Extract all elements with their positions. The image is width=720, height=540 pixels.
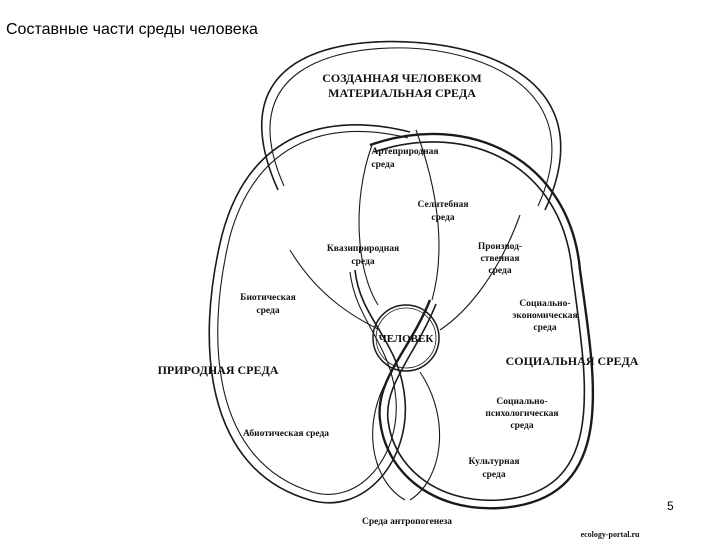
slide-title: Составные части среды человека (6, 21, 258, 38)
human-label: ЧЕЛОВЕК (379, 333, 434, 345)
industrial-label-3: среда (488, 266, 511, 276)
social-environment-ring (369, 132, 595, 510)
artenatural-label-1: Артеприродная (371, 147, 438, 157)
created-env-label-1: СОЗДАННАЯ ЧЕЛОВЕКОМ (322, 71, 482, 85)
sociopsych-label-1: Социально- (496, 397, 547, 407)
industrial-label-1: Производ- (478, 242, 522, 252)
anthropogenesis-crossing (372, 371, 440, 501)
sociopsych-label-3: среда (510, 421, 533, 431)
quasinatural-label-2: среда (351, 257, 374, 267)
socioeconomic-label-2: экономическая (512, 311, 577, 321)
socioeconomic-label-1: Социально- (519, 299, 570, 309)
cultural-label-1: Культурная (468, 457, 519, 467)
artenatural-label-2: среда (371, 160, 394, 170)
human-circle (372, 304, 440, 372)
natural-env-label: ПРИРОДНАЯ СРЕДА (158, 363, 279, 377)
residential-label-1: Селитебная (418, 199, 469, 210)
industrial-label-2: ственная (480, 254, 519, 264)
human-circle-inner (375, 307, 437, 369)
socioeconomic-label-3: среда (533, 323, 556, 333)
inner-lens-lines (289, 129, 521, 331)
natural-environment-ring (208, 124, 411, 504)
created-env-label-2: МАТЕРИАЛЬНАЯ СРЕДА (328, 86, 476, 100)
page-number: 5 (667, 499, 674, 513)
sociopsych-label-2: психологическая (485, 409, 558, 419)
social-env-label: СОЦИАЛЬНАЯ СРЕДА (506, 354, 639, 368)
abiotic-label: Абиотическая среда (243, 428, 329, 439)
biotic-label-1: Биотическая (240, 293, 296, 303)
watermark-label: ecology-portal.ru (581, 530, 640, 539)
cultural-label-2: среда (482, 470, 505, 480)
anthropogenesis-label: Среда антропогенеза (362, 517, 452, 527)
residential-label-2: среда (431, 213, 454, 223)
quasinatural-label-1: Квазиприродная (327, 244, 399, 254)
biotic-label-2: среда (256, 306, 279, 316)
created-environment-ring (261, 40, 562, 211)
